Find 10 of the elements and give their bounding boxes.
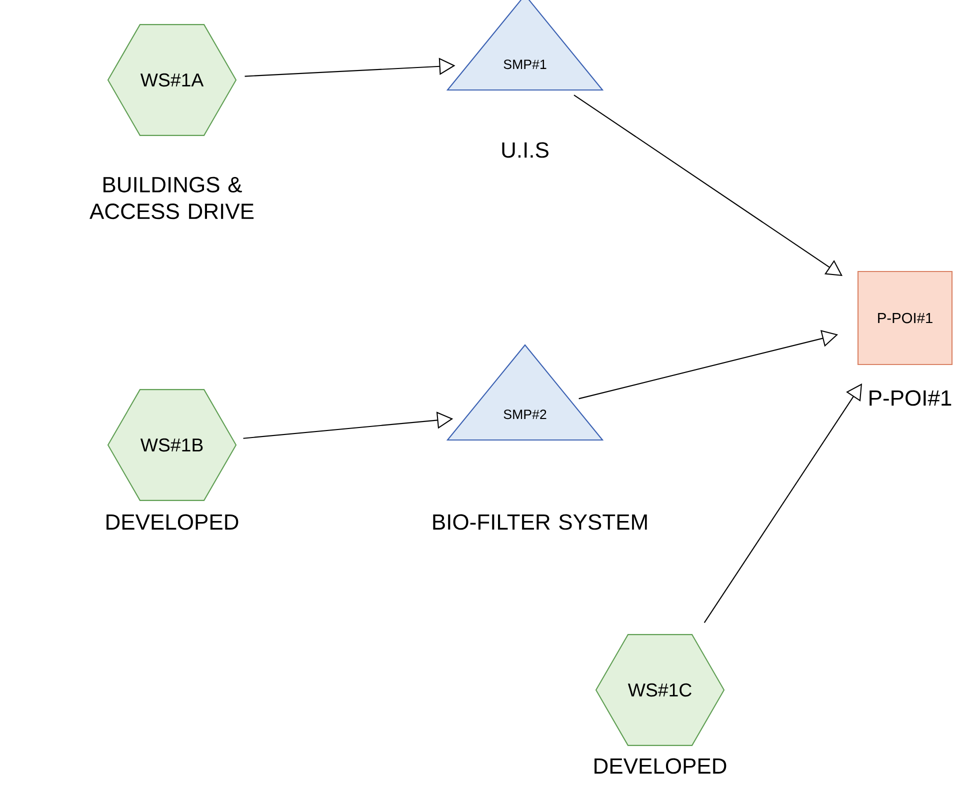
hexagon-node: WS#1C [595, 634, 725, 746]
node-caption: BUILDINGS & ACCESS DRIVE [90, 176, 254, 220]
square-node: P-POI#1 [857, 270, 953, 366]
hexagon-node: WS#1A [107, 24, 237, 136]
node-caption: U.I.S [502, 142, 548, 158]
hexagon-node: WS#1B [107, 389, 237, 501]
node-caption: DEVELOPED [594, 758, 726, 774]
node-caption: DEVELOPED [106, 514, 238, 530]
node-caption: P-POI#1 [870, 390, 952, 406]
node-caption: BIO-FILTER SYSTEM [433, 514, 647, 530]
